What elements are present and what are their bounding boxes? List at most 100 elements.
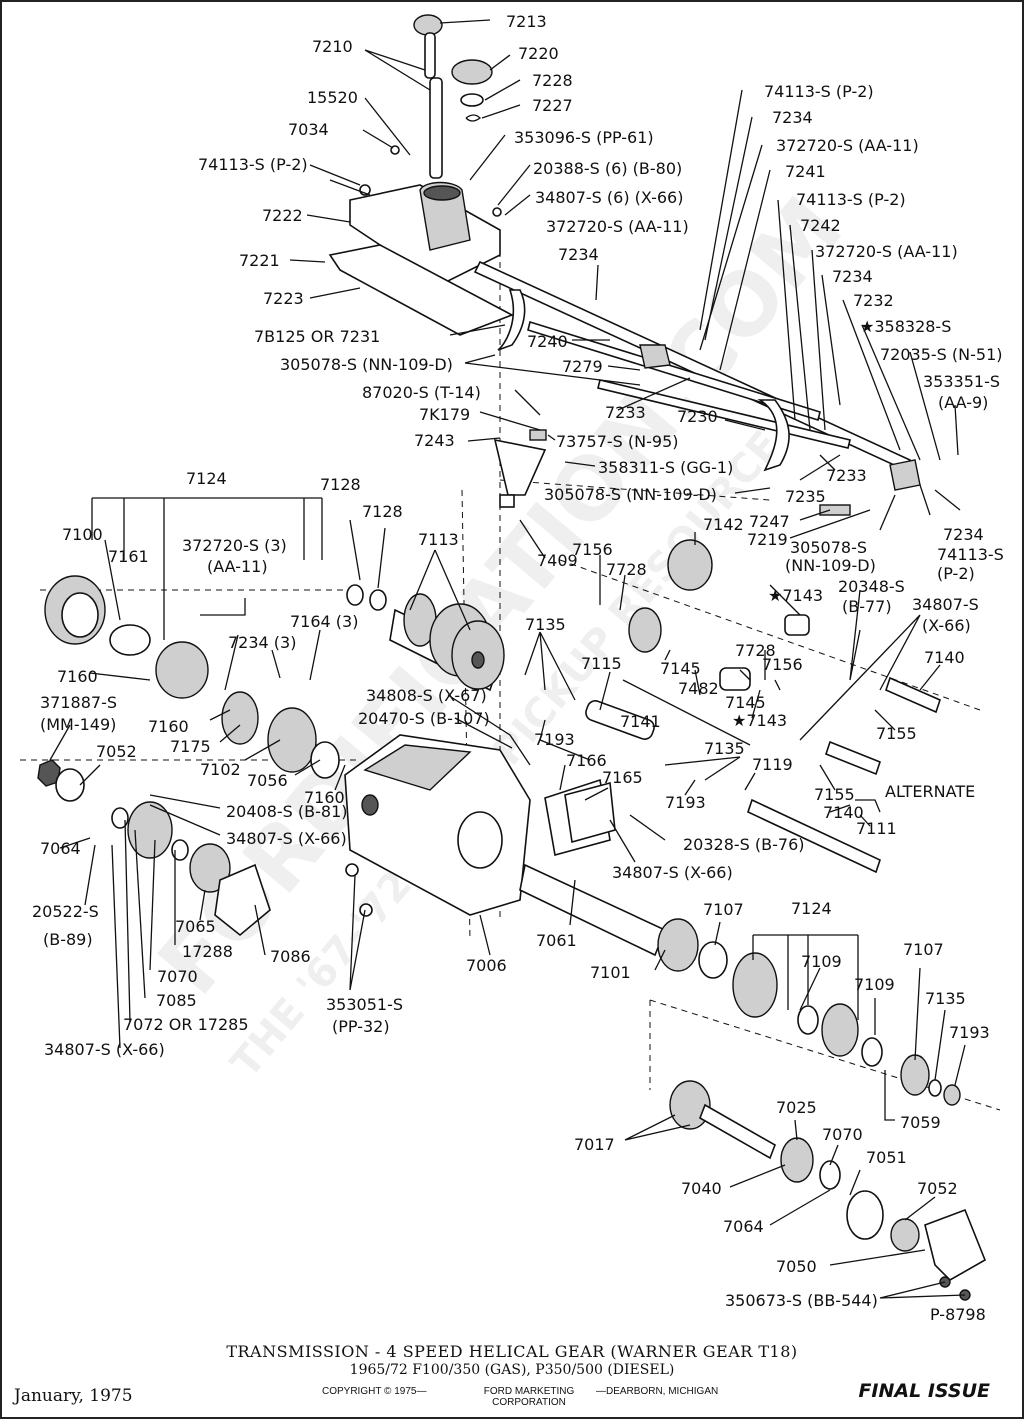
part-number-label: 7135: [704, 739, 745, 758]
part-number-label: 7728: [606, 560, 647, 579]
part-number-label: 74113-S (P-2): [796, 190, 906, 209]
part-number-label: 7017: [574, 1135, 615, 1154]
part-number-label: 305078-S (NN-109-D): [280, 355, 453, 374]
part-number-label: 7279: [562, 357, 603, 376]
part-number-label: 7128: [362, 502, 403, 521]
part-number-label: 20408-S (B-81): [226, 802, 348, 821]
part-number-label: 74113-S: [937, 545, 1004, 564]
part-number-label: 7220: [518, 44, 559, 63]
part-number-label: 7124: [791, 899, 832, 918]
leader-lines: [49, 19, 966, 1299]
part-number-label: (AA-11): [207, 557, 268, 576]
part-number-label: 7145: [660, 659, 701, 678]
part-number-label: (X-66): [922, 616, 971, 635]
part-number-label: 7160: [304, 788, 345, 807]
part-number-label: 7B125 OR 7231: [254, 327, 380, 346]
transmission-top-cover: [328, 145, 514, 336]
part-number-label: 7155: [814, 785, 855, 804]
part-number-label: 7K179: [419, 405, 470, 424]
part-number-label: 7219: [747, 530, 788, 549]
part-number-label: 15520: [307, 88, 358, 107]
part-number-label: 7227: [532, 96, 573, 115]
part-number-label: 7160: [57, 667, 98, 686]
part-number-label: 7223: [263, 289, 304, 308]
part-number-label: 350673-S (BB-544): [725, 1291, 878, 1310]
part-number-label: 371887-S: [40, 693, 117, 712]
part-number-label: 7728: [735, 641, 776, 660]
part-number-label: 7213: [506, 12, 547, 31]
part-number-label: 353051-S: [326, 995, 403, 1014]
part-number-label: 34808-S (X-67): [366, 686, 487, 705]
part-number-label: 7409: [537, 551, 578, 570]
part-number-label: 7242: [800, 216, 841, 235]
part-number-label: 7222: [262, 206, 303, 225]
part-number-label: 7109: [854, 975, 895, 994]
part-number-label: 7140: [823, 803, 864, 822]
part-number-label: 7034: [288, 120, 329, 139]
part-number-label: 7234: [943, 525, 984, 544]
part-number-label: 7064: [40, 839, 81, 858]
part-number-label: 7175: [170, 737, 211, 756]
front-bearing-retainer-parts: [37, 759, 271, 937]
part-number-label: 73757-S (N-95): [556, 432, 679, 451]
part-number-label: 7193: [534, 730, 575, 749]
input-shaft-assembly: [519, 863, 728, 979]
part-number-label: ALTERNATE: [885, 782, 975, 801]
part-number-label: 7193: [949, 1023, 990, 1042]
part-number-label: 7052: [917, 1179, 958, 1198]
part-number-label: 7145: [725, 693, 766, 712]
part-number-label: 7228: [532, 71, 573, 90]
part-number-label: 7164 (3): [290, 612, 358, 631]
part-number-label: 7085: [156, 991, 197, 1010]
part-number-label: 7107: [703, 900, 744, 919]
part-number-label: 7128: [320, 475, 361, 494]
part-number-label: 7006: [466, 956, 507, 975]
part-number-label: 7070: [157, 967, 198, 986]
part-number-label: 7050: [776, 1257, 817, 1276]
part-number-label: 372720-S (AA-11): [546, 217, 689, 236]
part-number-label: 7155: [876, 724, 917, 743]
part-number-label: (B-89): [43, 930, 93, 949]
mainshaft-gears: [44, 575, 387, 779]
issue-date: January, 1975: [14, 1386, 133, 1406]
part-number-label: (MM-149): [40, 715, 116, 734]
countershaft-gear-cluster: [389, 593, 505, 692]
part-number-label: 34807-S (6) (X-66): [535, 188, 683, 207]
part-number-label: 7100: [62, 525, 103, 544]
part-number-label: 7040: [681, 1179, 722, 1198]
part-number-label: 7101: [590, 963, 631, 982]
part-number-label: 7233: [605, 403, 646, 422]
part-number-label: 7135: [925, 989, 966, 1008]
part-number-label: 20522-S: [32, 902, 99, 921]
part-number-label: 7221: [239, 251, 280, 270]
part-number-label: P-8798: [930, 1305, 986, 1324]
transmission-case: [344, 734, 531, 917]
part-number-label: 34807-S (X-66): [226, 829, 347, 848]
part-number-label: 7234: [558, 245, 599, 264]
publisher-name: FORD MARKETING CORPORATION: [483, 1386, 575, 1408]
part-number-label: 7166: [566, 751, 607, 770]
part-number-label: 7142: [703, 515, 744, 534]
part-number-label: 7111: [856, 819, 897, 838]
part-number-label: 7102: [200, 760, 241, 779]
countershaft-parts: [544, 539, 941, 874]
part-number-label: 7210: [312, 37, 353, 56]
part-number-label: (NN-109-D): [785, 556, 876, 575]
part-number-label: 7482: [678, 679, 719, 698]
part-number-label: 20470-S (B-107): [358, 709, 490, 728]
part-number-label: 7235: [785, 487, 826, 506]
part-number-label: 7056: [247, 771, 288, 790]
part-number-label: 372720-S (AA-11): [815, 242, 958, 261]
part-number-label: 353096-S (PP-61): [514, 128, 654, 147]
shift-lever-assembly: [413, 14, 493, 179]
shift-rails-and-forks: [473, 260, 921, 516]
part-number-label: 358311-S (GG-1): [598, 458, 733, 477]
part-number-label: 7059: [900, 1113, 941, 1132]
part-number-label: 7119: [752, 755, 793, 774]
part-number-label: 7115: [581, 654, 622, 673]
drawing-footer: TRANSMISSION - 4 SPEED HELICAL GEAR (WAR…: [0, 1336, 1024, 1419]
part-number-label: 7161: [108, 547, 149, 566]
drawing-subtitle: 1965/72 F100/350 (GAS), P350/500 (DIESEL…: [349, 1362, 675, 1378]
part-number-label: 7156: [762, 655, 803, 674]
exploded-parts-diagram: FORDIFICATION.COM THE '67-'72 FORD PICKU…: [20, 12, 1004, 1324]
